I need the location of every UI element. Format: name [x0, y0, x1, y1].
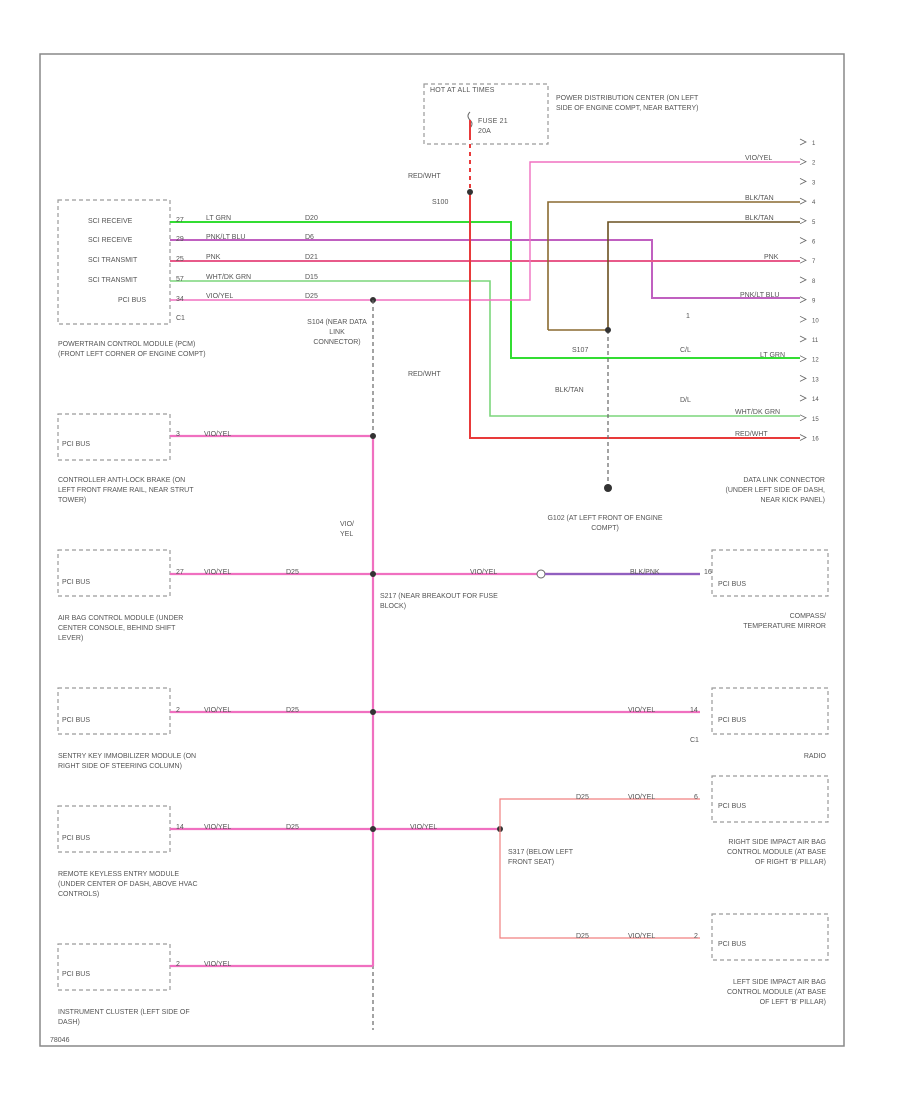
right-pin-arrow-16 [799, 434, 807, 441]
g102-ground-dot [604, 484, 612, 492]
right-pin-7: 7 [812, 259, 816, 265]
right-pin-arrow-14 [799, 394, 807, 402]
wire-s317-rsab [499, 829, 700, 939]
wire-vio-yel-pcm [170, 161, 800, 301]
wire-blk-tan-3 [547, 201, 800, 330]
rke-box [57, 805, 171, 853]
right-pin-2: 2 [812, 161, 816, 167]
right-pin-arrow-6 [799, 237, 807, 244]
power-distribution-center-box [423, 83, 549, 145]
connector-ring [536, 569, 546, 579]
wire-lt-grn [170, 221, 800, 359]
skim-box [57, 687, 171, 735]
right-pin-arrow-7 [799, 256, 807, 264]
rke-splice-dot [370, 826, 376, 832]
hot-at-all-times-label: HOT AT ALL TIMES [430, 87, 495, 94]
right-pin-10: 10 [812, 318, 819, 324]
right-pin-16: 16 [812, 437, 819, 443]
right-pin-3: 3 [812, 180, 816, 186]
right-pin-1: 1 [812, 141, 816, 147]
right-pin-5: 5 [812, 220, 816, 226]
right-pin-4: 4 [812, 200, 816, 206]
s107-dot [605, 327, 611, 333]
wire-pnk-lt-blu [170, 239, 800, 299]
right-pin-arrow-1 [799, 138, 807, 146]
right-pin-arrow-12 [799, 355, 807, 363]
right-pin-arrow-8 [799, 276, 807, 284]
skim-splice-dot [370, 709, 376, 715]
rsab-box [711, 913, 829, 961]
right-pin-15: 15 [812, 417, 819, 423]
right-pin-arrow-9 [799, 296, 807, 303]
right-pin-arrow-2 [799, 158, 807, 166]
acm-box [57, 549, 171, 597]
fuse-label: FUSE 21 [478, 118, 508, 125]
right-pin-arrow-5 [799, 217, 807, 225]
right-pin-arrow-13 [799, 375, 807, 382]
diagram-frame [39, 53, 845, 1047]
pdc-note: POWER DISTRIBUTION CENTER (ON LEFT SIDE … [556, 95, 699, 112]
right-pin-14: 14 [812, 397, 819, 403]
dlc-box [711, 549, 829, 597]
wire-blk-tan-4 [607, 221, 800, 330]
right-pin-arrow-3 [799, 178, 807, 185]
pcm-box [57, 199, 171, 325]
right-pin-9: 9 [812, 299, 816, 305]
right-pin-13: 13 [812, 377, 819, 383]
right-pin-8: 8 [812, 279, 816, 285]
cmtc-box [711, 687, 829, 735]
right-pin-arrow-4 [799, 197, 807, 205]
s217-dot [370, 571, 376, 577]
wire-red-wht [469, 120, 800, 439]
fuse-rating-label: 20A [478, 128, 491, 135]
radio-box [711, 775, 829, 823]
right-pin-12: 12 [812, 358, 819, 364]
s100-dot [467, 189, 473, 195]
right-pin-arrow-11 [799, 335, 807, 343]
abs-module-box [57, 413, 171, 461]
right-pin-arrow-15 [799, 414, 807, 422]
pdc-note-wrap: POWER DISTRIBUTION CENTER (ON LEFT SIDE … [556, 95, 699, 112]
wire-s317-radio [499, 798, 700, 829]
wire-wht-dk-grn [170, 280, 800, 417]
right-pin-6: 6 [812, 240, 816, 246]
abs-splice-dot [370, 433, 376, 439]
cluster-box [57, 943, 171, 991]
right-pin-arrow-10 [799, 315, 807, 323]
right-pin-11: 11 [812, 338, 819, 344]
